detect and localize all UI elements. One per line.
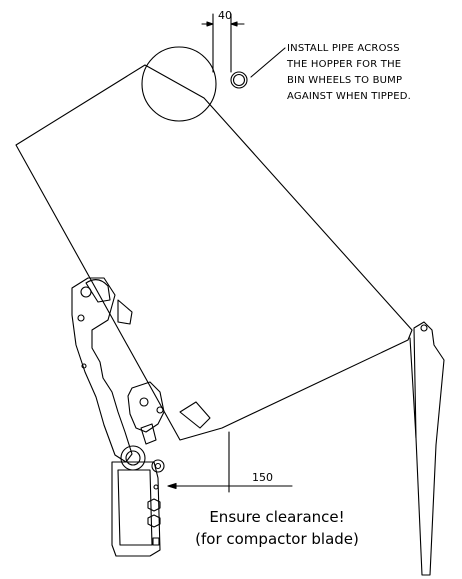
bin-wheel: [141, 46, 217, 122]
clearance-note-line2: (for compactor blade): [195, 530, 359, 548]
dimension-150: [167, 431, 293, 493]
mount-bracket: [111, 445, 165, 557]
install-note-line: BIN WHEELS TO BUMP: [287, 75, 403, 86]
stop-pipe-outer: [230, 71, 248, 89]
install-note-line: AGAINST WHEN TIPPED.: [287, 91, 412, 102]
lifter-arm: [71, 277, 211, 463]
clearance-note: Ensure clearance! (for compactor blade): [186, 506, 368, 550]
stop-pipe-inner: [232, 73, 246, 87]
clearance-note-line1: Ensure clearance!: [209, 508, 345, 526]
install-note-line: INSTALL PIPE ACROSS: [287, 43, 400, 54]
dimension-40: [201, 13, 245, 73]
dimension-150-label: 150: [252, 471, 273, 484]
note-leader: [250, 47, 286, 78]
compactor-blade: [409, 321, 445, 576]
install-pipe-note: INSTALL PIPE ACROSS THE HOPPER FOR THE B…: [287, 41, 411, 105]
install-note-line: THE HOPPER FOR THE: [287, 59, 402, 70]
dimension-40-label: 40: [218, 9, 232, 22]
bin-body: [15, 64, 413, 441]
